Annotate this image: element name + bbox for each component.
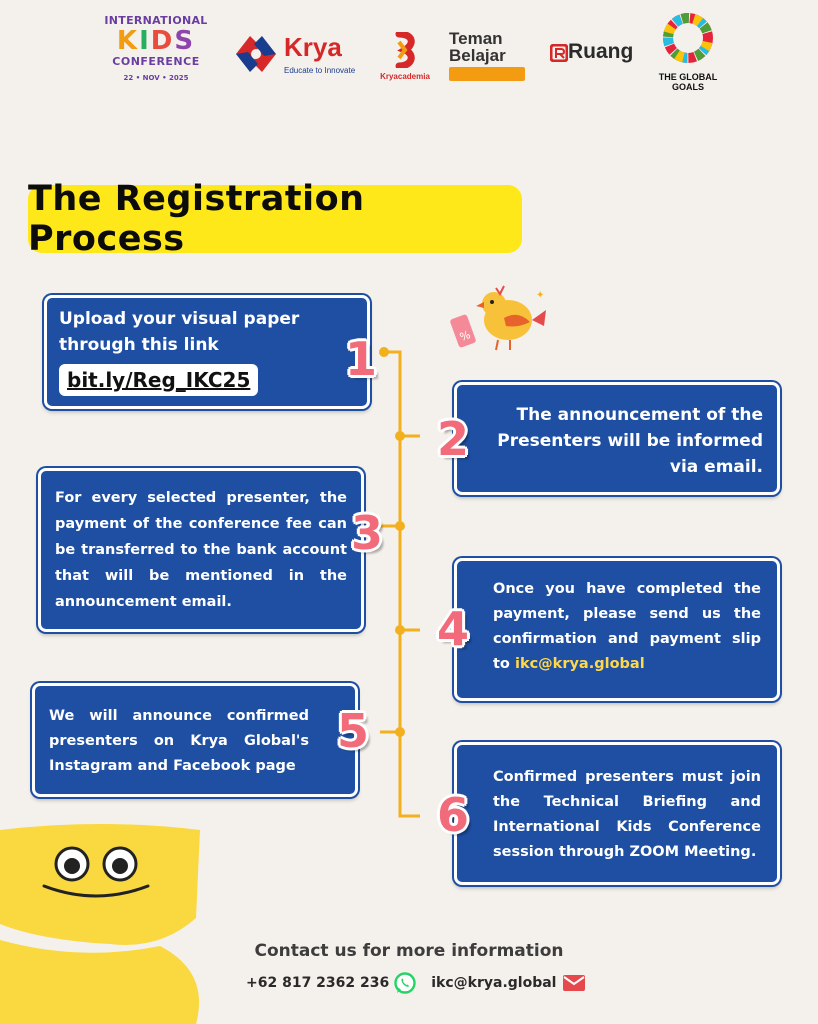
- ikc-logo-date: 22 • NOV • 2025: [123, 74, 189, 82]
- krya-mark-icon: [236, 36, 276, 72]
- step-2-text: The announcement of the Presenters will …: [497, 405, 763, 477]
- step-5-text: We will announce confirmed presenters on…: [49, 708, 309, 774]
- teman-belajar-line1: Teman: [449, 29, 503, 48]
- teman-belajar-bar: [449, 67, 525, 81]
- ruang-logo-name: Ruang: [568, 40, 634, 63]
- krya-logo-name: Krya: [284, 32, 342, 62]
- timeline-connector: [379, 347, 420, 818]
- registration-link[interactable]: bit.ly/Reg_IKC25: [59, 364, 259, 396]
- global-goals-name: THE GLOBAL GOALS: [658, 72, 718, 92]
- kryacademia-logo: Kryacademia: [374, 30, 436, 81]
- mail-icon: [563, 975, 586, 991]
- step-card-2: The announcement of the Presenters will …: [454, 382, 780, 495]
- step-1-text: Upload your visual paper through this li…: [59, 309, 300, 355]
- ikc-letter-s: S: [174, 26, 196, 56]
- svg-text:✦: ✦: [536, 290, 544, 301]
- step-card-4: Once you have completed the payment, ple…: [454, 558, 780, 701]
- contact-title: Contact us for more information: [254, 941, 564, 961]
- contact-phone[interactable]: +62 817 2362 236: [246, 975, 390, 991]
- step-number-3: 3: [350, 506, 383, 560]
- ikc-letter-d: D: [150, 26, 175, 56]
- step-card-5: We will announce confirmed presenters on…: [32, 683, 358, 797]
- ikc-logo-line1: INTERNATIONAL: [104, 14, 208, 27]
- step-number-4: 4: [436, 602, 469, 656]
- sponsor-logos-row: INTERNATIONAL KIDS CONFERENCE 22 • NOV •…: [0, 10, 818, 100]
- bird-illustration: % ✦: [450, 285, 546, 351]
- step-3-text: For every selected presenter, the paymen…: [55, 490, 347, 610]
- teman-belajar-line2: Belajar: [449, 46, 506, 65]
- ikc-logo: INTERNATIONAL KIDS CONFERENCE 22 • NOV •…: [104, 14, 208, 82]
- step-card-1: Upload your visual paper through this li…: [44, 295, 370, 409]
- contact-row: +62 817 2362 236 ikc@krya.global: [246, 970, 586, 996]
- step-4-email-link[interactable]: ikc@krya.global: [514, 656, 645, 672]
- krya-logo: Krya Educate to Innovate: [230, 28, 360, 84]
- step-6-text: Confirmed presenters must join the Techn…: [493, 769, 761, 860]
- step-number-2: 2: [436, 412, 469, 466]
- step-number-6: 6: [436, 788, 469, 842]
- ikc-letter-k: K: [116, 26, 140, 56]
- teman-belajar-logo: Teman Belajar: [449, 30, 525, 81]
- whatsapp-icon: [394, 972, 416, 994]
- global-goals-wheel-icon: [663, 13, 713, 63]
- svg-text:%: %: [458, 328, 472, 344]
- global-goals-logo: THE GLOBAL GOALS: [648, 12, 728, 92]
- page-title: The Registration Process: [28, 179, 522, 259]
- krya-logo-tagline: Educate to Innovate: [284, 66, 356, 75]
- ikc-letter-i: I: [139, 26, 151, 56]
- step-number-1: 1: [344, 332, 377, 386]
- ikc-logo-kids: KIDS: [104, 27, 208, 55]
- step-card-3: For every selected presenter, the paymen…: [38, 468, 364, 632]
- smiley-mascot: [0, 824, 200, 1024]
- contact-email[interactable]: ikc@krya.global: [431, 975, 557, 991]
- step-4-text: Once you have completed the payment, ple…: [493, 581, 761, 672]
- kryacademia-logo-name: Kryacademia: [380, 72, 430, 81]
- ruang-mark-icon: [550, 44, 568, 62]
- ikc-logo-line3: CONFERENCE: [112, 55, 200, 68]
- kryacademia-mark-icon: [395, 30, 415, 70]
- step-number-5: 5: [336, 704, 369, 758]
- step-card-6: Confirmed presenters must join the Techn…: [454, 742, 780, 885]
